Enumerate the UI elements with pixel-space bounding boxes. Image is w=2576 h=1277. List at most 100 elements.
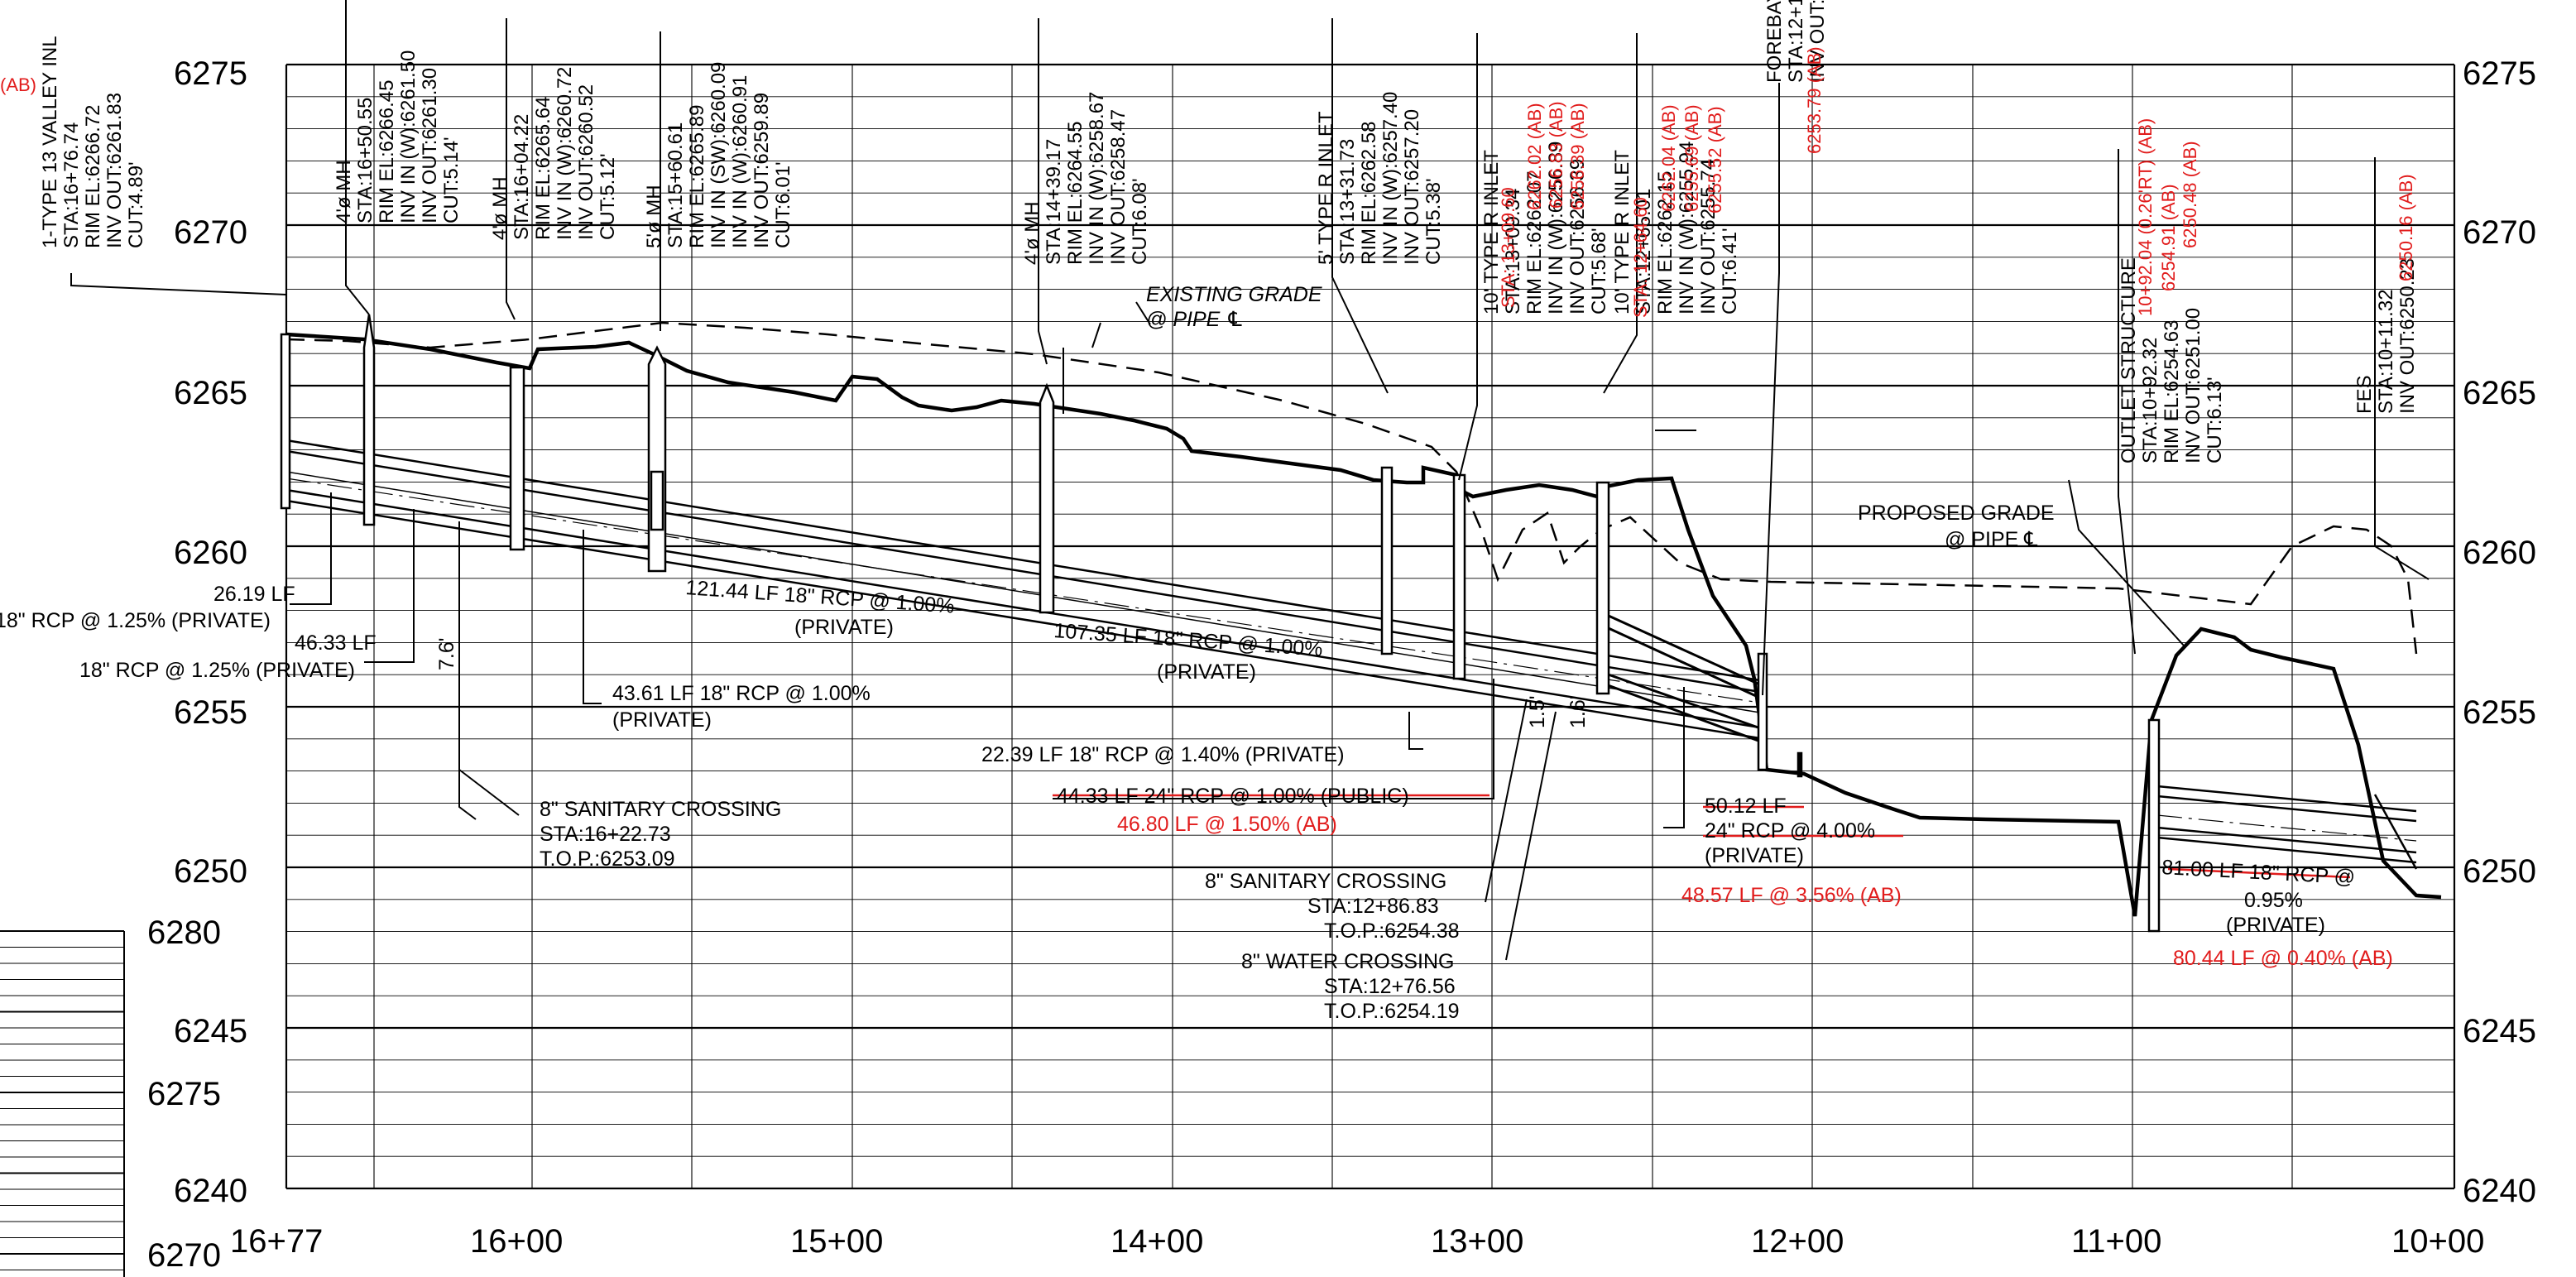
structure-label-line: INV OUT:6253.74 [1806,0,1829,83]
structure-label-line: STA:10+11.32 [2375,289,2397,414]
dimension-label: 7.6' [435,637,458,670]
elev-right-label: 6240 [2463,1173,2536,1209]
structure-label-line: INV OUT:6251.00 [2182,308,2204,463]
structure-label-line: RIM EL:6262.15 [1654,171,1677,314]
structure-label-line: STA:10+92.32 [2139,338,2161,463]
structure-label-line: 5'ø MH [643,185,665,248]
structure-label-line: CUT:6.13' [2204,377,2226,463]
structure-label-line: FES [2353,375,2376,414]
structure-label-line: RIM EL:6266.72 [82,105,104,248]
asbuilt-label: (AB) [0,74,36,95]
asbuilt-label: 6255.69 (AB) [1681,104,1702,212]
elev-left-label: 6260 [174,535,247,571]
crossing-label: STA:16+22.73 [540,823,671,846]
structures [280,314,2161,933]
structure-label-line: STA:16+76.74 [60,122,83,248]
asbuilt-label: 6253.79 (AB) [1804,46,1825,154]
proposed-grade-label: PROPOSED GRADE [1858,502,2055,525]
inset-elev-label: 6280 [147,915,221,951]
structure-label-line: INV OUT:6257.20 [1401,109,1423,265]
structure-label-line: RIM EL:6264.55 [1064,122,1087,265]
elevation-axis-right: 6275 6270 6265 6260 6255 6250 6245 6240 [2463,55,2536,1209]
structure-label-line: OUTLET STRUCTURE [2118,257,2140,463]
structure-label-line: INV OUT:6250.23 [2396,258,2419,414]
structure-label-line: STA:16+04.22 [511,114,533,240]
asbuilt-redlines [1053,794,2351,879]
structure-label-line: INV IN (W):6260.91 [729,75,751,248]
structure-label-line: INV OUT:6258.47 [1107,109,1130,265]
structure-label-line: RIM EL:6265.89 [686,105,708,248]
dimension-label: 1.5' [1526,695,1549,728]
structure-label-line: INV IN (W):6260.72 [554,67,576,240]
inset-grid [0,930,125,1277]
station-label: 12+00 [1751,1223,1844,1260]
asbuilt-label: 6256.83 (AB) [1546,101,1566,209]
structure-label-line: STA:14+39.17 [1043,139,1065,265]
structure-label-line: INV IN (W):6256.89 [1545,142,1567,314]
structure-label-line: 5' TYPE R INLET [1315,111,1337,265]
structure-label-line: CUT:5.68' [1588,228,1610,314]
structure-label-line: FOREBAY HEADWALL [1763,0,1786,83]
pipe-label: (PRIVATE) [2226,914,2325,937]
elev-left-label: 6240 [174,1173,247,1209]
pipe-label: 0.95% [2244,889,2303,912]
structure-label-line: INV IN (W):6261.50 [397,50,420,223]
elev-right-label: 6265 [2463,375,2536,411]
structure-label-line: CUT:5.12' [597,153,619,240]
structure-label-line: CUT:6.08' [1129,178,1151,265]
structure-label-line: INV OUT:6259.89 [751,93,773,248]
station-label: 11+00 [2071,1223,2161,1260]
elev-left-label: 6250 [174,853,247,890]
crossing-label: T.O.P.:6254.38 [1324,919,1460,943]
structure-label-line: INV OUT:6260.52 [575,84,597,240]
structure-label-line: STA:13+09.34 [1502,189,1524,314]
elev-right-label: 6260 [2463,535,2536,571]
station-label: 15+00 [790,1223,883,1260]
structure-label-line: INV IN (W):6255.94 [1676,142,1698,314]
structure-label-line: INV OUT:6261.30 [419,68,441,223]
station-label: 16+77 [230,1223,323,1260]
pipe-label: (PRIVATE) [1157,660,1256,684]
asbuilt-label: STA: 12+64.60 [1630,197,1651,318]
elev-left-label: 6245 [174,1013,247,1049]
structure-label-line: INV IN (SW):6260.09 [708,62,730,248]
asbuilt-pipe-label: 80.44 LF @ 0.40% (AB) [2173,947,2393,970]
asbuilt-label: 6254.91 (AB) [2158,184,2179,291]
structure-label-line: 4'ø MH [333,160,355,223]
crossing-label: T.O.P.:6253.09 [540,847,675,871]
profile-grid [285,63,2456,1190]
structure-label-line: 4'ø MH [1021,201,1043,265]
asbuilt-label: 6250.16 (AB) [2396,174,2416,281]
pipe-label: 50.12 LF [1705,795,1787,818]
pipe-label: (PRIVATE) [612,708,712,732]
structure-label-line: 10' TYPE R INLET [1611,150,1633,314]
structure-label-line: STA:12+65.01 [1633,189,1655,314]
structure-label-line: INV IN (W):6257.40 [1379,92,1402,265]
existing-grade-label: EXISTING GRADE [1146,283,1322,306]
crossing-label: STA:12+86.83 [1307,895,1439,918]
pipe-label: 22.39 LF 18" RCP @ 1.40% (PRIVATE) [981,743,1345,766]
asbuilt-label: 6262.02 (AB) [1524,103,1545,210]
structure-label-line: CUT:5.14' [440,137,463,223]
asbuilt-pipe-label: 46.80 LF @ 1.50% (AB) [1117,813,1337,836]
structure-label-line: RIM EL:6262.58 [1358,122,1380,265]
structure-label-line: STA:12+14.82 [1785,0,1807,83]
structure-label-line: 1-TYPE 13 VALLEY INL [39,36,61,248]
existing-grade-label: @ PIPE ℄ [1146,308,1245,331]
pipe-label: 24" RCP @ 4.00% [1705,819,1875,843]
elev-right-label: 6245 [2463,1013,2536,1049]
structure-label-line: INV OUT:6256.39 [1566,159,1589,314]
structure-label-line: RIM EL:6254.63 [2161,320,2183,463]
station-label: 14+00 [1111,1223,1203,1260]
structure-label-line: CUT:4.89' [125,161,147,248]
elev-right-label: 6270 [2463,214,2536,251]
pipe-label: 43.61 LF 18" RCP @ 1.00% [612,682,871,705]
asbuilt-label: 10+92.04 (0.26'RT) (AB) [2135,118,2156,316]
elev-left-label: 6255 [174,694,247,731]
station-label: 13+00 [1431,1223,1523,1260]
proposed-grade-label: @ PIPE ℄ [1945,528,2037,551]
structure-label-line: INV IN (W):6258.67 [1086,92,1108,265]
